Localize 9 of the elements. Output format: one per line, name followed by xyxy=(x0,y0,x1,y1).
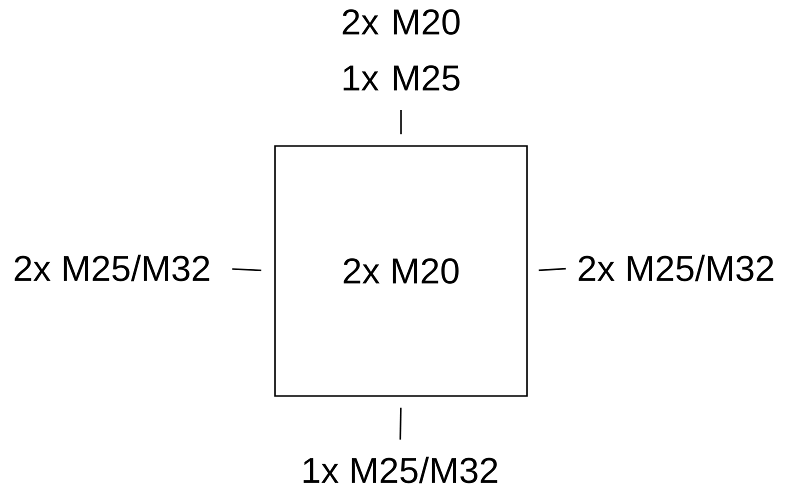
cable-entry-label: 2x M20 1x M25 xyxy=(342,9,460,91)
enclosure-box: 2x M20 xyxy=(274,145,528,397)
tick-line xyxy=(538,268,566,272)
tick-line xyxy=(400,408,402,440)
tick-line xyxy=(400,110,402,134)
tick-line xyxy=(232,268,262,272)
cable-entry-label: 2x M25/M32 xyxy=(578,254,774,282)
cable-entry-label: 2x M25/M32 xyxy=(14,254,210,282)
cable-entry-label: 1x M25/M32 xyxy=(304,456,498,484)
